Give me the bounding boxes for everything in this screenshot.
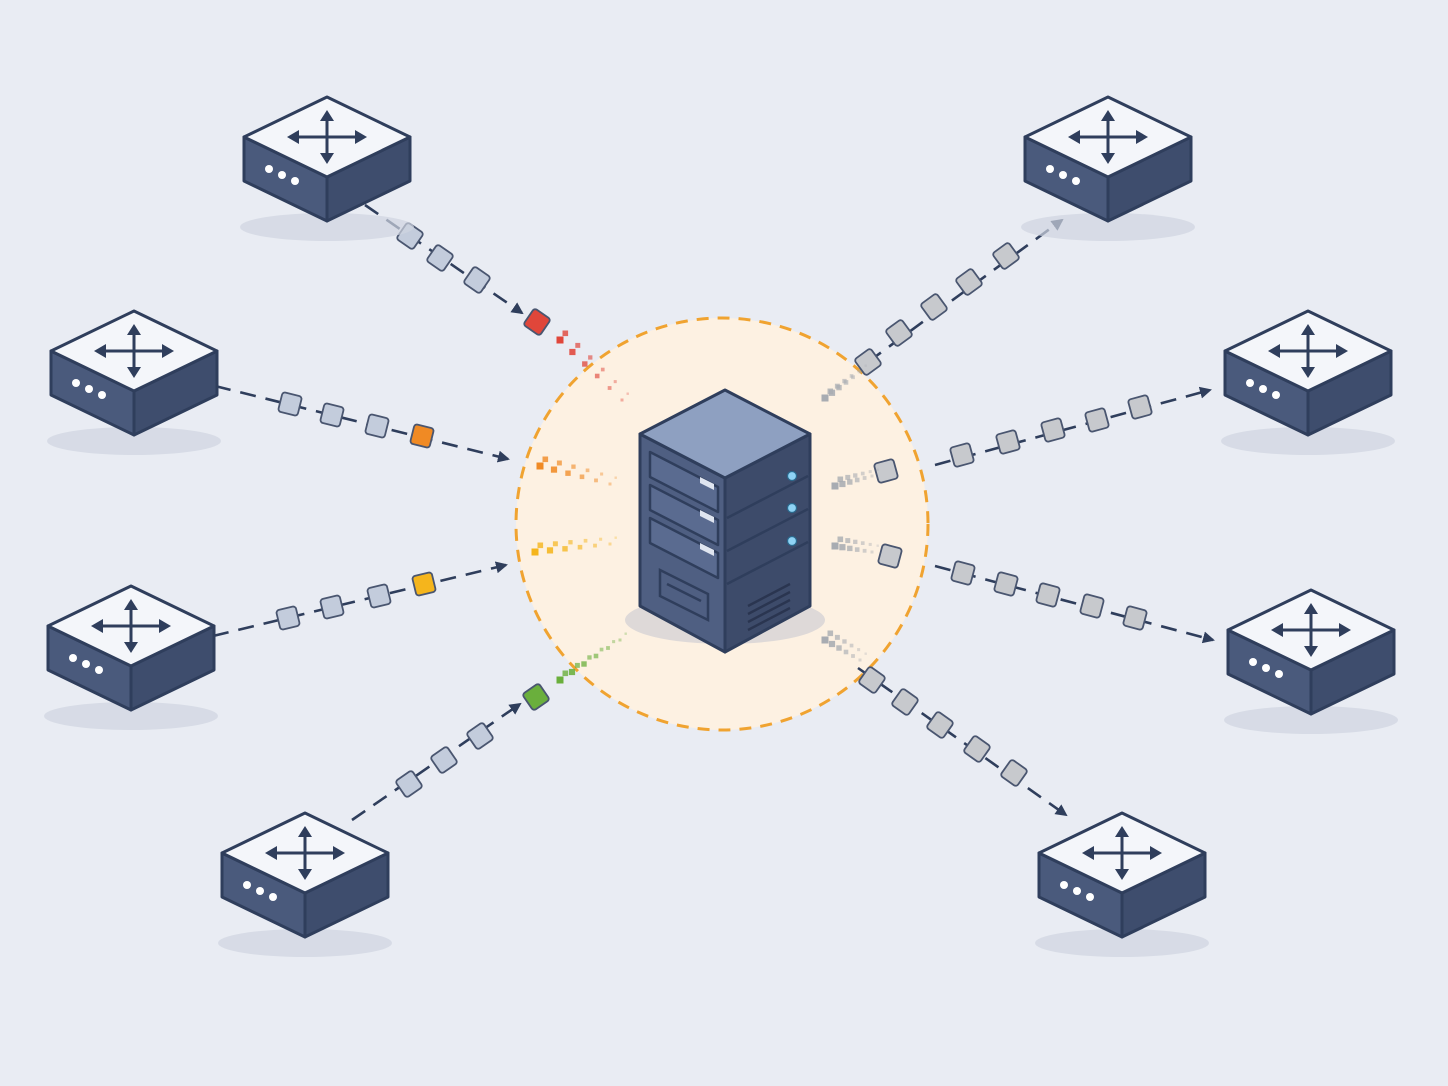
forwarded-packet (1122, 605, 1148, 631)
inbound-router-3[interactable] (44, 584, 218, 730)
drive-bay (648, 483, 720, 547)
packet-trail (531, 536, 617, 556)
status-light (72, 379, 80, 387)
forwarded-packet (992, 242, 1020, 270)
status-light (1059, 171, 1067, 179)
packet-trail (831, 536, 879, 554)
status-light (265, 165, 273, 173)
status-light (1046, 165, 1054, 173)
drive-bay (648, 516, 720, 580)
forwarded-packet (885, 319, 913, 347)
inbound-router-2[interactable] (47, 309, 221, 455)
server-led (786, 470, 798, 482)
forwarded-packet (1084, 407, 1110, 433)
forwarded-packet (1079, 593, 1105, 619)
queued-packet (395, 770, 423, 798)
router-icon (1268, 324, 1348, 378)
inbound-router-4[interactable] (218, 811, 392, 957)
status-light (1086, 893, 1094, 901)
status-light (1259, 385, 1267, 393)
status-light (291, 177, 299, 185)
router-icon (1082, 826, 1162, 880)
router-icon (287, 110, 367, 164)
packet-trail (831, 468, 879, 490)
drive-bay (648, 450, 720, 514)
outbound-router-1[interactable] (1021, 95, 1195, 241)
status-light (1275, 670, 1283, 678)
server-led (786, 535, 798, 547)
status-light (278, 171, 286, 179)
status-light (1246, 379, 1254, 387)
packet-trail (556, 632, 627, 684)
queued-packet (319, 594, 345, 620)
status-light (69, 654, 77, 662)
forwarded-packet (926, 711, 954, 739)
priority-packet (411, 571, 437, 597)
packet-trail (821, 364, 867, 402)
forwarded-packet (963, 735, 991, 763)
server-led (786, 502, 798, 514)
server-rack-icon[interactable] (625, 388, 825, 654)
queued-packet (277, 391, 303, 417)
forwarded-packet (920, 293, 948, 321)
forwarded-packet (1035, 582, 1061, 608)
queued-packet (463, 266, 491, 294)
forwarded-packet (950, 560, 976, 586)
status-light (1272, 391, 1280, 399)
queued-packet (430, 746, 458, 774)
status-light (256, 887, 264, 895)
queued-packet (364, 413, 390, 439)
status-light (1249, 658, 1257, 666)
status-light (1072, 177, 1080, 185)
forwarded-packet (858, 666, 886, 694)
queued-packet (275, 605, 301, 631)
forwarded-packet (1040, 417, 1066, 443)
forwarded-packet (873, 458, 899, 484)
router-icon (1271, 603, 1351, 657)
packet-trail (821, 630, 867, 662)
router-icon (91, 599, 171, 653)
inbound-link-2 (214, 384, 510, 463)
router-icon (265, 826, 345, 880)
queued-packet (319, 402, 345, 428)
inbound-router-1[interactable] (240, 95, 414, 241)
status-light (1073, 887, 1081, 895)
outbound-link-3 (934, 564, 1215, 644)
forwarded-packet (995, 429, 1021, 455)
outbound-router-2[interactable] (1221, 309, 1395, 455)
status-light (98, 391, 106, 399)
priority-packet (522, 683, 550, 711)
forwarded-packet (877, 543, 903, 569)
priority-packet (523, 308, 551, 336)
status-light (1060, 881, 1068, 889)
queued-packet (366, 583, 392, 609)
outbound-link-4 (857, 666, 1068, 817)
packet-trail (536, 456, 617, 486)
forwarded-packet (891, 688, 919, 716)
status-light (82, 660, 90, 668)
status-light (1262, 664, 1270, 672)
priority-packet (409, 423, 435, 449)
forwarded-packet (949, 442, 975, 468)
status-light (243, 881, 251, 889)
outbound-link-2 (934, 386, 1212, 467)
forwarded-packet (1127, 394, 1153, 420)
status-light (85, 385, 93, 393)
inbound-link-3 (212, 561, 508, 638)
forwarded-packet (955, 268, 983, 296)
packet-trail (556, 330, 629, 402)
router-icon (94, 324, 174, 378)
forwarded-packet (854, 348, 882, 376)
forwarded-packet (993, 571, 1019, 597)
inbound-link-4 (351, 702, 522, 822)
queued-packet (466, 722, 494, 750)
outbound-router-4[interactable] (1035, 811, 1209, 957)
status-light (269, 893, 277, 901)
forwarded-packet (1000, 759, 1028, 787)
queued-packet (426, 244, 454, 272)
router-icon (1068, 110, 1148, 164)
outbound-router-3[interactable] (1224, 588, 1398, 734)
status-light (95, 666, 103, 674)
